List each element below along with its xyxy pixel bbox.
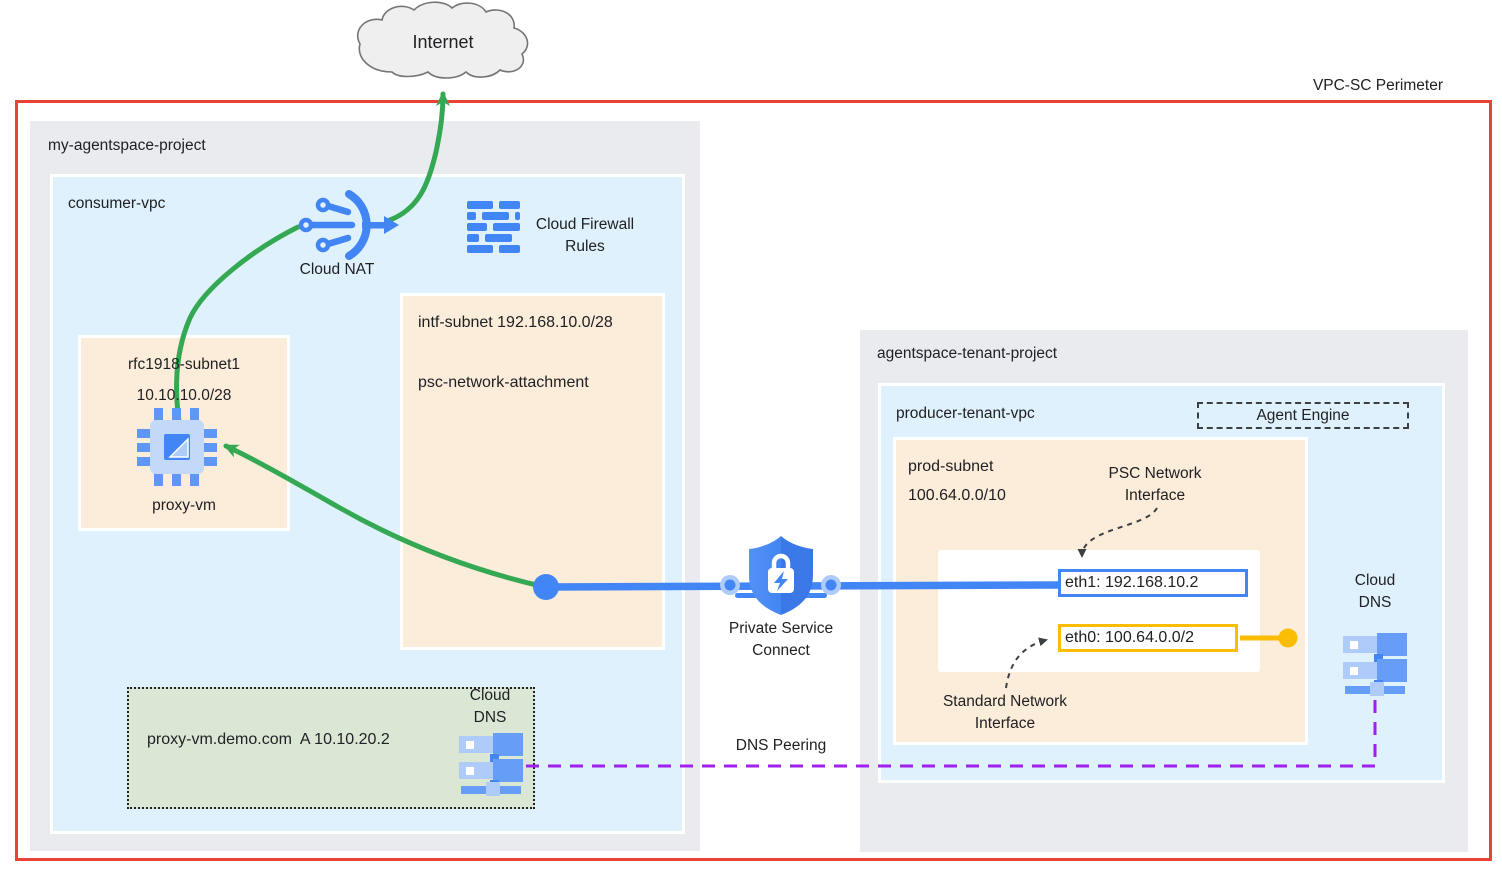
psc-network-attachment-label: psc-network-attachment [418,374,589,391]
dns-record-label: proxy-vm.demo.com A 10.10.20.2 [147,731,390,748]
firewall-label: Cloud Firewall Rules [535,216,635,255]
intf-subnet-box [400,293,665,650]
rfc1918-subnet-cidr: 10.10.10.0/28 [136,387,232,404]
agent-engine-label: Agent Engine [1256,406,1350,424]
eth1-interface-box: eth1: 192.168.10.2 [1058,569,1248,597]
internet-label: Internet [412,32,474,52]
intf-subnet-label: intf-subnet 192.168.10.0/28 [418,314,613,331]
consumer-vpc-label: consumer-vpc [68,195,166,212]
prod-subnet-cidr: 100.64.0.0/10 [908,487,1006,504]
tenant-project-label: agentspace-tenant-project [877,345,1058,362]
agent-engine-box: Agent Engine [1197,402,1409,429]
vpc-sc-perimeter-label: VPC-SC Perimeter [1312,77,1443,94]
private-service-connect-label: Private Service Connect [728,620,834,659]
proxy-vm-label: proxy-vm [152,497,216,514]
psc-network-interface-label: PSC Network Interface [1108,465,1202,504]
cloud-dns-right-label: Cloud DNS [1354,572,1396,611]
eth0-interface-box: eth0: 100.64.0.0/2 [1058,624,1238,652]
cloud-dns-left-label: Cloud DNS [469,687,511,726]
my-project-label: my-agentspace-project [48,137,206,154]
cloud-nat-label: Cloud NAT [299,261,375,278]
producer-vpc-label: producer-tenant-vpc [896,405,1035,422]
rfc1918-subnet-name: rfc1918-subnet1 [127,356,241,373]
prod-subnet-name: prod-subnet [908,458,994,475]
vpc-sc-perimeter-box [15,100,1492,861]
standard-network-interface-label: Standard Network Interface [942,693,1068,732]
dns-peering-label: DNS Peering [735,737,827,754]
